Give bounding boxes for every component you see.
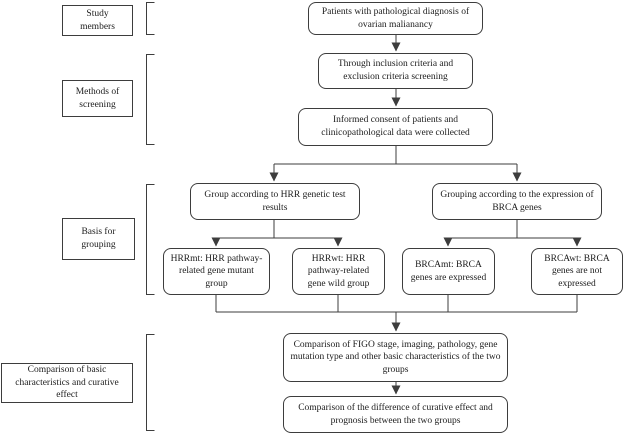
node-brcawt: BRCAwt: BRCA genes are not expressed: [531, 248, 623, 295]
connector-segments: [215, 146, 578, 313]
stage-label-study-members: Study members: [62, 5, 133, 36]
node-comparison-outcome: Comparison of the difference of curative…: [283, 396, 508, 433]
stage-label-methods-of-screening: Methods of screening: [62, 80, 133, 117]
bracket-study-members: [146, 2, 155, 35]
node-brca-group: Grouping according to the expression of …: [432, 183, 602, 220]
node-brcamt: BRCAmt: BRCA genes are expressed: [402, 248, 495, 295]
stage-label-basis-for-grouping: Basis for grouping: [62, 218, 135, 260]
node-consent: Informed consent of patients and clinico…: [298, 108, 493, 146]
bracket-methods-of-screening: [146, 54, 155, 145]
node-screening: Through inclusion criteria and exclusion…: [318, 53, 473, 89]
node-hrr-group: Group according to HRR genetic test resu…: [190, 183, 360, 220]
bracket-basis-for-grouping: [146, 184, 155, 295]
node-hrrwt: HRRwt: HRR pathway-related gene wild gro…: [292, 248, 385, 295]
node-hrrmt: HRRmt: HRR pathway-related gene mutant g…: [163, 248, 270, 295]
stage-brackets: [146, 2, 155, 431]
bracket-comparison: [146, 334, 155, 431]
node-patients: Patients with pathological diagnosis of …: [308, 2, 483, 35]
stage-label-comparison: Comparison of basic characteristics and …: [1, 363, 133, 403]
node-comparison-basic: Comparison of FIGO stage, imaging, patho…: [283, 333, 508, 382]
connector-arrows: [211, 35, 582, 395]
